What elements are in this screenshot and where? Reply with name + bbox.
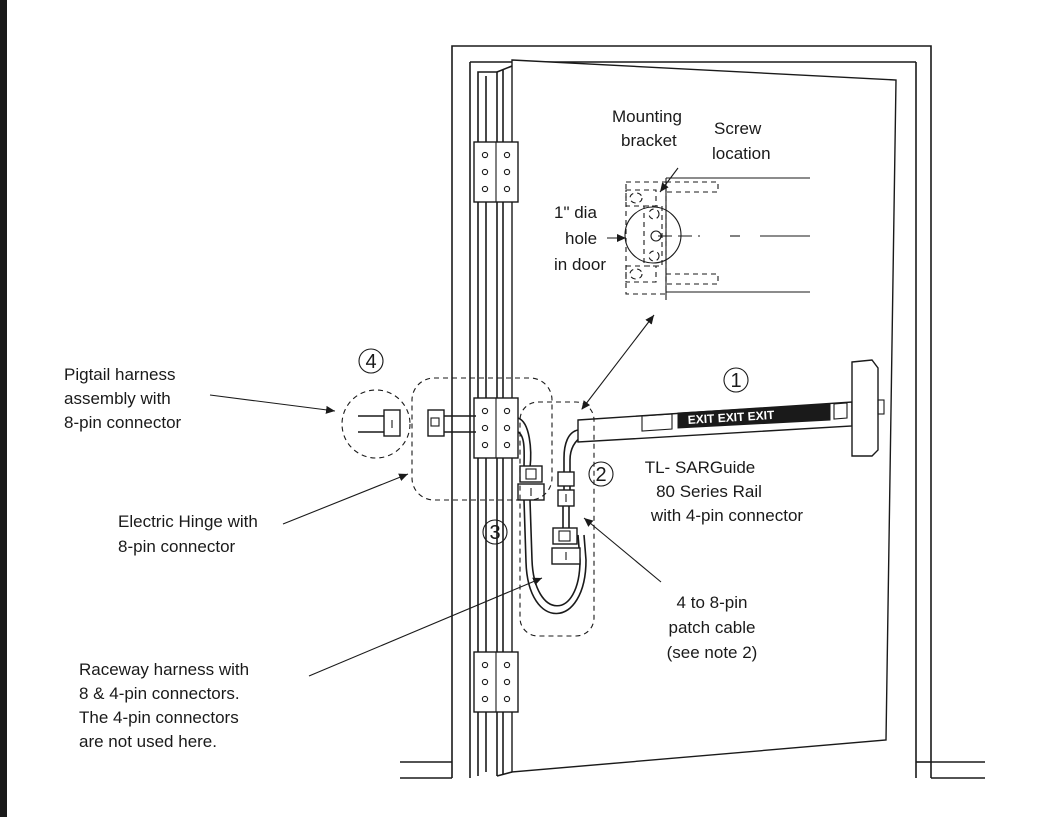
svg-text:assembly with: assembly with xyxy=(64,389,171,408)
svg-text:4 to 8-pin: 4 to 8-pin xyxy=(677,593,748,612)
svg-text:2: 2 xyxy=(595,464,606,486)
label-screw-location: Screw location xyxy=(712,119,771,163)
svg-text:(see note 2): (see note 2) xyxy=(667,643,758,662)
svg-text:80 Series Rail: 80 Series Rail xyxy=(656,482,762,501)
svg-text:Pigtail harness: Pigtail harness xyxy=(64,365,176,384)
svg-text:with 4-pin connector: with 4-pin connector xyxy=(650,506,803,525)
label-rail: TL- SARGuide 80 Series Rail with 4-pin c… xyxy=(645,458,804,525)
svg-text:patch cable: patch cable xyxy=(669,618,756,637)
svg-text:Electric Hinge with: Electric Hinge with xyxy=(118,512,258,531)
svg-text:8-pin connector: 8-pin connector xyxy=(118,537,236,556)
svg-text:4: 4 xyxy=(365,351,376,373)
label-pigtail: Pigtail harness assembly with 8-pin conn… xyxy=(64,365,182,432)
svg-text:8 & 4-pin connectors.: 8 & 4-pin connectors. xyxy=(79,684,240,703)
callout-4: 4 xyxy=(358,348,384,374)
callout-3: 3 xyxy=(482,519,508,545)
electric-hinge xyxy=(473,397,519,459)
page-border xyxy=(0,0,7,817)
svg-text:Raceway harness with: Raceway harness with xyxy=(79,660,249,679)
svg-text:are not used here.: are not used here. xyxy=(79,732,217,751)
svg-text:in door: in door xyxy=(554,255,606,274)
exit-rail: EXIT EXIT EXIT xyxy=(577,359,885,457)
svg-text:Mounting: Mounting xyxy=(612,107,682,126)
hinge-bottom xyxy=(473,651,519,713)
pigtail-outline xyxy=(341,389,411,459)
label-hole: 1" dia hole in door xyxy=(554,203,606,274)
svg-text:bracket: bracket xyxy=(621,131,677,150)
svg-text:hole: hole xyxy=(565,229,597,248)
svg-text:location: location xyxy=(712,144,771,163)
svg-text:The 4-pin connectors: The 4-pin connectors xyxy=(79,708,239,727)
svg-text:1: 1 xyxy=(730,370,741,392)
svg-text:Screw: Screw xyxy=(714,119,762,138)
svg-text:3: 3 xyxy=(489,522,500,544)
pigtail-connector xyxy=(358,409,401,437)
svg-text:1" dia: 1" dia xyxy=(554,203,597,222)
label-electric-hinge: Electric Hinge with 8-pin connector xyxy=(118,512,258,556)
leader-lines xyxy=(209,167,679,677)
exit-sign-text: EXIT EXIT EXIT xyxy=(687,408,775,427)
svg-text:TL- SARGuide: TL- SARGuide xyxy=(645,458,756,477)
svg-text:8-pin connector: 8-pin connector xyxy=(64,413,182,432)
label-patch-cable: 4 to 8-pin patch cable (see note 2) xyxy=(667,593,758,662)
callout-1: 1 xyxy=(723,367,749,393)
label-mounting-bracket: Mounting bracket xyxy=(612,107,682,150)
patch-cable xyxy=(551,429,585,565)
electric-hinge-outline xyxy=(411,377,553,501)
label-raceway: Raceway harness with 8 & 4-pin connector… xyxy=(79,660,249,751)
hinge-top xyxy=(473,141,519,203)
hinge-8pin-connector xyxy=(427,409,476,437)
callout-2: 2 xyxy=(588,461,614,487)
raceway-outline xyxy=(519,401,595,637)
